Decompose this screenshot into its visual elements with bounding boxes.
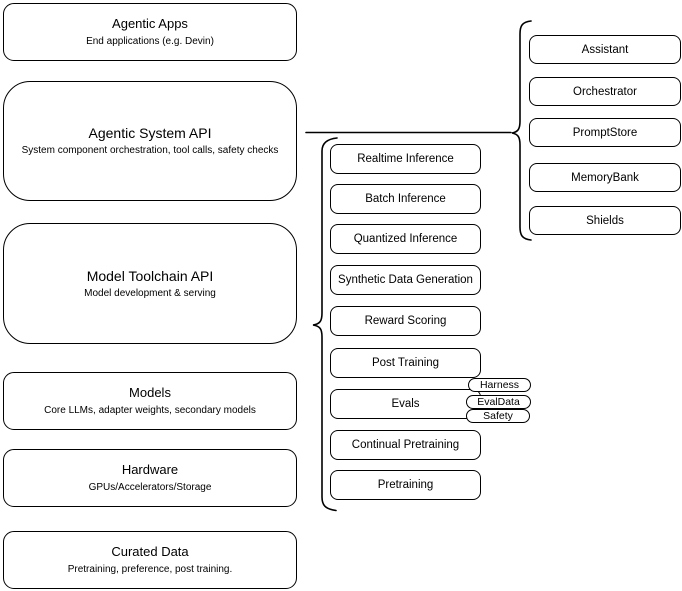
node-label: MemoryBank xyxy=(571,171,639,184)
node-orchestrator: Orchestrator xyxy=(529,77,681,106)
node-label: Realtime Inference xyxy=(357,153,454,165)
tag-label: Safety xyxy=(483,410,513,422)
node-subtitle: End applications (e.g. Devin) xyxy=(86,36,214,47)
node-synthetic-data-generation: Synthetic Data Generation xyxy=(330,265,481,295)
node-title: Hardware xyxy=(121,462,179,477)
evals-tag-safety: Safety xyxy=(466,409,530,423)
node-label: Orchestrator xyxy=(573,85,637,98)
node-subtitle: GPUs/Accelerators/Storage xyxy=(88,482,212,493)
node-subtitle: Core LLMs, adapter weights, secondary mo… xyxy=(44,405,256,416)
node-models: Models Core LLMs, adapter weights, secon… xyxy=(3,372,297,430)
node-title: Model Toolchain API xyxy=(86,267,214,284)
tag-label: EvalData xyxy=(477,396,520,408)
node-evals: Evals xyxy=(330,389,481,419)
node-label: Shields xyxy=(586,214,624,227)
node-label: Reward Scoring xyxy=(364,315,447,327)
node-agentic-system-api: Agentic System API System component orch… xyxy=(3,81,297,201)
node-subtitle: System component orchestration, tool cal… xyxy=(21,145,279,156)
node-assistant: Assistant xyxy=(529,35,681,64)
node-batch-inference: Batch Inference xyxy=(330,184,481,214)
node-label: Quantized Inference xyxy=(353,233,458,245)
node-realtime-inference: Realtime Inference xyxy=(330,144,481,174)
evals-tag-harness: Harness xyxy=(468,378,531,392)
node-label: Evals xyxy=(391,398,420,410)
node-label: Batch Inference xyxy=(365,193,446,205)
node-memorybank: MemoryBank xyxy=(529,163,681,192)
node-title: Agentic System API xyxy=(88,125,212,141)
node-title: Models xyxy=(129,385,171,400)
node-hardware: Hardware GPUs/Accelerators/Storage xyxy=(3,449,297,507)
node-subtitle: Pretraining, preference, post training. xyxy=(67,564,233,575)
node-label: Synthetic Data Generation xyxy=(338,274,473,286)
node-model-toolchain-api: Model Toolchain API Model development & … xyxy=(3,223,297,344)
node-curated-data: Curated Data Pretraining, preference, po… xyxy=(3,531,297,589)
node-label: Post Training xyxy=(371,357,440,369)
node-label: PromptStore xyxy=(572,126,638,139)
node-subtitle: Model development & serving xyxy=(84,287,216,299)
node-shields: Shields xyxy=(529,206,681,235)
evals-tag-evaldata: EvalData xyxy=(466,395,531,409)
node-label: Pretraining xyxy=(377,479,434,491)
node-title: Curated Data xyxy=(111,544,189,559)
tag-label: Harness xyxy=(479,379,520,391)
node-pretraining: Pretraining xyxy=(330,470,481,500)
node-title: Agentic Apps xyxy=(112,16,188,31)
node-promptstore: PromptStore xyxy=(529,118,681,147)
node-post-training: Post Training xyxy=(330,348,481,378)
node-label: Assistant xyxy=(581,43,629,56)
node-quantized-inference: Quantized Inference xyxy=(330,224,481,254)
node-reward-scoring: Reward Scoring xyxy=(330,306,481,336)
node-agentic-apps: Agentic Apps End applications (e.g. Devi… xyxy=(3,3,297,61)
node-continual-pretraining: Continual Pretraining xyxy=(330,430,481,460)
node-label: Continual Pretraining xyxy=(351,439,460,451)
